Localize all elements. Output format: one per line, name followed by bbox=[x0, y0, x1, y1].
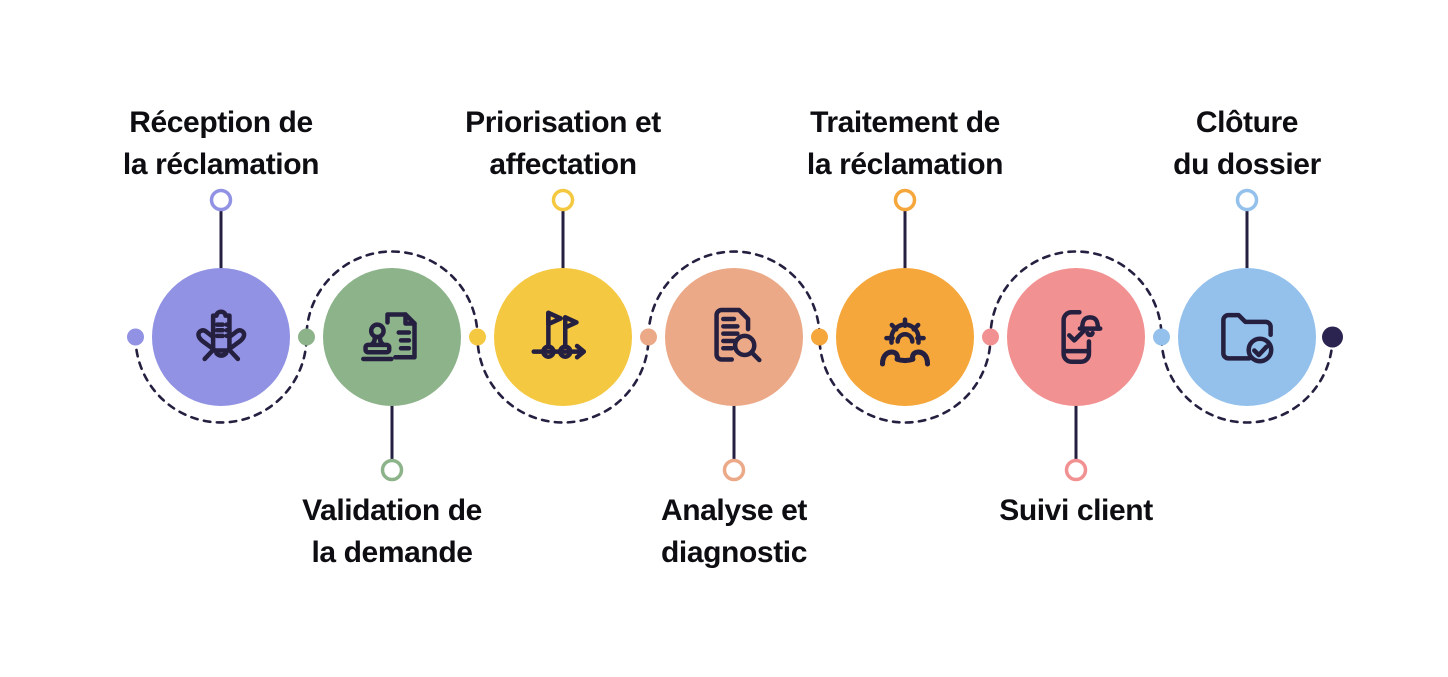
step-label-2-line-1: Validation de bbox=[302, 494, 482, 527]
step-label-1-line-1: Réception de bbox=[129, 106, 313, 139]
step-label-3-line-2: affectation bbox=[489, 148, 637, 181]
step-label-7: Clôture du dossier bbox=[1057, 102, 1437, 186]
step-label-1-line-2: la réclamation bbox=[122, 148, 320, 181]
flow-start-dot bbox=[127, 328, 144, 346]
step-label-6: Suivi client bbox=[886, 490, 1266, 532]
label-ring-7 bbox=[1235, 188, 1259, 212]
stamp-document-icon bbox=[361, 312, 417, 362]
step-label-6-line-1: Suivi client bbox=[999, 494, 1153, 527]
hands-holding-document-icon bbox=[196, 309, 247, 362]
step-label-4-line-1: Analyse et bbox=[660, 494, 808, 527]
step-label-5-line-1: Traitement de bbox=[810, 106, 1000, 139]
folder-check-icon bbox=[1221, 312, 1274, 364]
step-label-5: Traitement de la réclamation bbox=[715, 102, 1095, 186]
label-ring-3 bbox=[551, 188, 575, 212]
flow-junction-dot-2 bbox=[469, 328, 486, 346]
flow-dashed-path bbox=[134, 250, 1334, 424]
step-label-7-line-1: Clôture bbox=[1195, 106, 1299, 139]
flow-junction-dot-5 bbox=[982, 328, 999, 346]
step-circle-4 bbox=[665, 268, 803, 406]
step-label-3: Priorisation et affectation bbox=[373, 102, 753, 186]
step-label-3-line-1: Priorisation et bbox=[465, 106, 661, 139]
step-circle-7 bbox=[1178, 268, 1316, 406]
phone-notification-check-icon bbox=[1061, 310, 1103, 364]
flow-junction-dot-3 bbox=[640, 328, 657, 346]
step-label-4: Analyse et diagnostic bbox=[544, 490, 924, 574]
step-circle-2 bbox=[323, 268, 461, 406]
label-ring-6 bbox=[1064, 458, 1088, 482]
step-label-2: Validation de la demande bbox=[202, 490, 582, 574]
gear-handset-icon bbox=[879, 317, 931, 367]
label-ring-1 bbox=[209, 188, 233, 212]
label-ring-5 bbox=[893, 188, 917, 212]
document-search-icon bbox=[714, 307, 762, 363]
step-label-2-line-2: la demande bbox=[311, 536, 473, 569]
milestone-flags-icon bbox=[531, 310, 587, 360]
label-ring-4 bbox=[722, 458, 746, 482]
step-label-4-line-2: diagnostic bbox=[660, 536, 807, 569]
label-ring-2 bbox=[380, 458, 404, 482]
flow-end-dot bbox=[1322, 326, 1343, 348]
label-connector-lines bbox=[219, 208, 1249, 462]
flow-junction-dot-6 bbox=[1153, 328, 1170, 346]
step-label-7-line-2: du dossier bbox=[1173, 148, 1321, 181]
step-circle-5 bbox=[836, 268, 974, 406]
flow-junction-dot-4 bbox=[811, 328, 828, 346]
step-label-1: Réception de la réclamation bbox=[31, 102, 411, 186]
flow-junction-dot-1 bbox=[298, 328, 315, 346]
step-label-5-line-2: la réclamation bbox=[806, 148, 1004, 181]
